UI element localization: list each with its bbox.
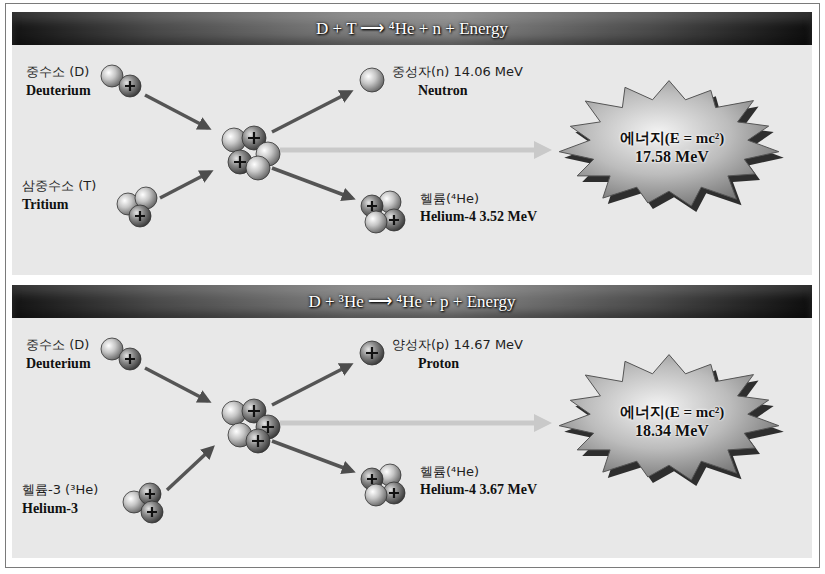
particle-spheres: [365, 211, 387, 233]
particle-spheres: [147, 507, 157, 517]
energy-arrow: [280, 421, 546, 426]
reaction-equation: D + T ⟶ ⁴He + n + Energy: [316, 18, 508, 39]
particle-spheres: [366, 347, 378, 359]
outer-frame: [6, 4, 820, 568]
starburst-shape: [552, 78, 792, 218]
particle-spheres: [367, 474, 377, 484]
energy-value: 18.34 MeV: [635, 421, 709, 441]
panel-ground: [12, 12, 812, 275]
starburst-shape: [552, 352, 792, 492]
starburst-text-area: 에너지(E = mc²)17.58 MeV: [552, 78, 792, 218]
starburst-text-area: 에너지(E = mc²)18.34 MeV: [552, 352, 792, 492]
reaction-arrow: [145, 368, 208, 401]
particle-label: 양성자(p) 14.67 MeV: [392, 337, 523, 353]
particle-spheres: [367, 201, 377, 211]
particle-spheres: [125, 81, 135, 91]
reaction-arrow: [145, 95, 208, 128]
particle-label: Deuterium: [26, 356, 91, 373]
particle-label: Neutron: [418, 83, 468, 100]
particle-spheres: [129, 205, 151, 227]
energy-starburst: 에너지(E = mc²)17.58 MeV: [552, 78, 792, 218]
equation-band: D + ³He ⟶ ⁴He + p + Energy: [12, 285, 812, 318]
reaction-arrow: [272, 441, 352, 471]
particle-spheres: [360, 341, 384, 365]
starburst-face: [559, 355, 779, 481]
particle-spheres: [246, 429, 270, 453]
particle-label: 헬륨(⁴He): [420, 191, 479, 207]
particle-spheres: [248, 132, 260, 144]
panel-ground: [12, 285, 812, 558]
energy-starburst: 에너지(E = mc²)18.34 MeV: [552, 352, 792, 492]
particle-spheres: [360, 68, 384, 92]
particle-label: 헬륨(⁴He): [420, 464, 479, 480]
particle-spheres: [119, 75, 141, 97]
particle-label: 삼중수소 (T): [22, 178, 96, 194]
particle-spheres: [145, 489, 155, 499]
particle-label: Helium-4 3.67 MeV: [420, 482, 537, 499]
particle-spheres: [389, 215, 399, 225]
particle-label: Helium-3: [22, 501, 78, 518]
particle-spheres: [252, 435, 264, 447]
particle-label: Tritium: [22, 197, 68, 214]
energy-formula: 에너지(E = mc²): [620, 129, 725, 148]
starburst-face: [559, 81, 779, 207]
particle-spheres: [125, 354, 135, 364]
particle-label: 중성자(n) 14.06 MeV: [392, 64, 523, 80]
particle-spheres: [365, 484, 387, 506]
particle-label: Proton: [418, 356, 459, 373]
particle-spheres: [135, 211, 145, 221]
particle-label: Deuterium: [26, 83, 91, 100]
particle-spheres: [119, 348, 141, 370]
equation-band: D + T ⟶ ⁴He + n + Energy: [12, 12, 812, 45]
particle-spheres: [389, 488, 399, 498]
reaction-arrow: [272, 168, 352, 198]
particle-spheres: [246, 156, 270, 180]
particle-spheres: [234, 156, 246, 168]
reaction-arrow: [160, 172, 210, 198]
energy-arrow: [280, 148, 546, 153]
particle-label: 중수소 (D): [26, 64, 89, 80]
reaction-arrow: [272, 92, 350, 132]
particle-spheres: [248, 405, 260, 417]
energy-value: 17.58 MeV: [635, 147, 709, 167]
particle-spheres: [141, 501, 163, 523]
reaction-arrow: [272, 365, 350, 405]
particle-label: 헬륨-3 (³He): [22, 482, 98, 498]
particle-label: 중수소 (D): [26, 337, 89, 353]
reaction-arrow: [167, 448, 212, 490]
energy-formula: 에너지(E = mc²): [620, 403, 725, 422]
reaction-equation: D + ³He ⟶ ⁴He + p + Energy: [309, 291, 516, 312]
particle-label: Helium-4 3.52 MeV: [420, 209, 537, 226]
